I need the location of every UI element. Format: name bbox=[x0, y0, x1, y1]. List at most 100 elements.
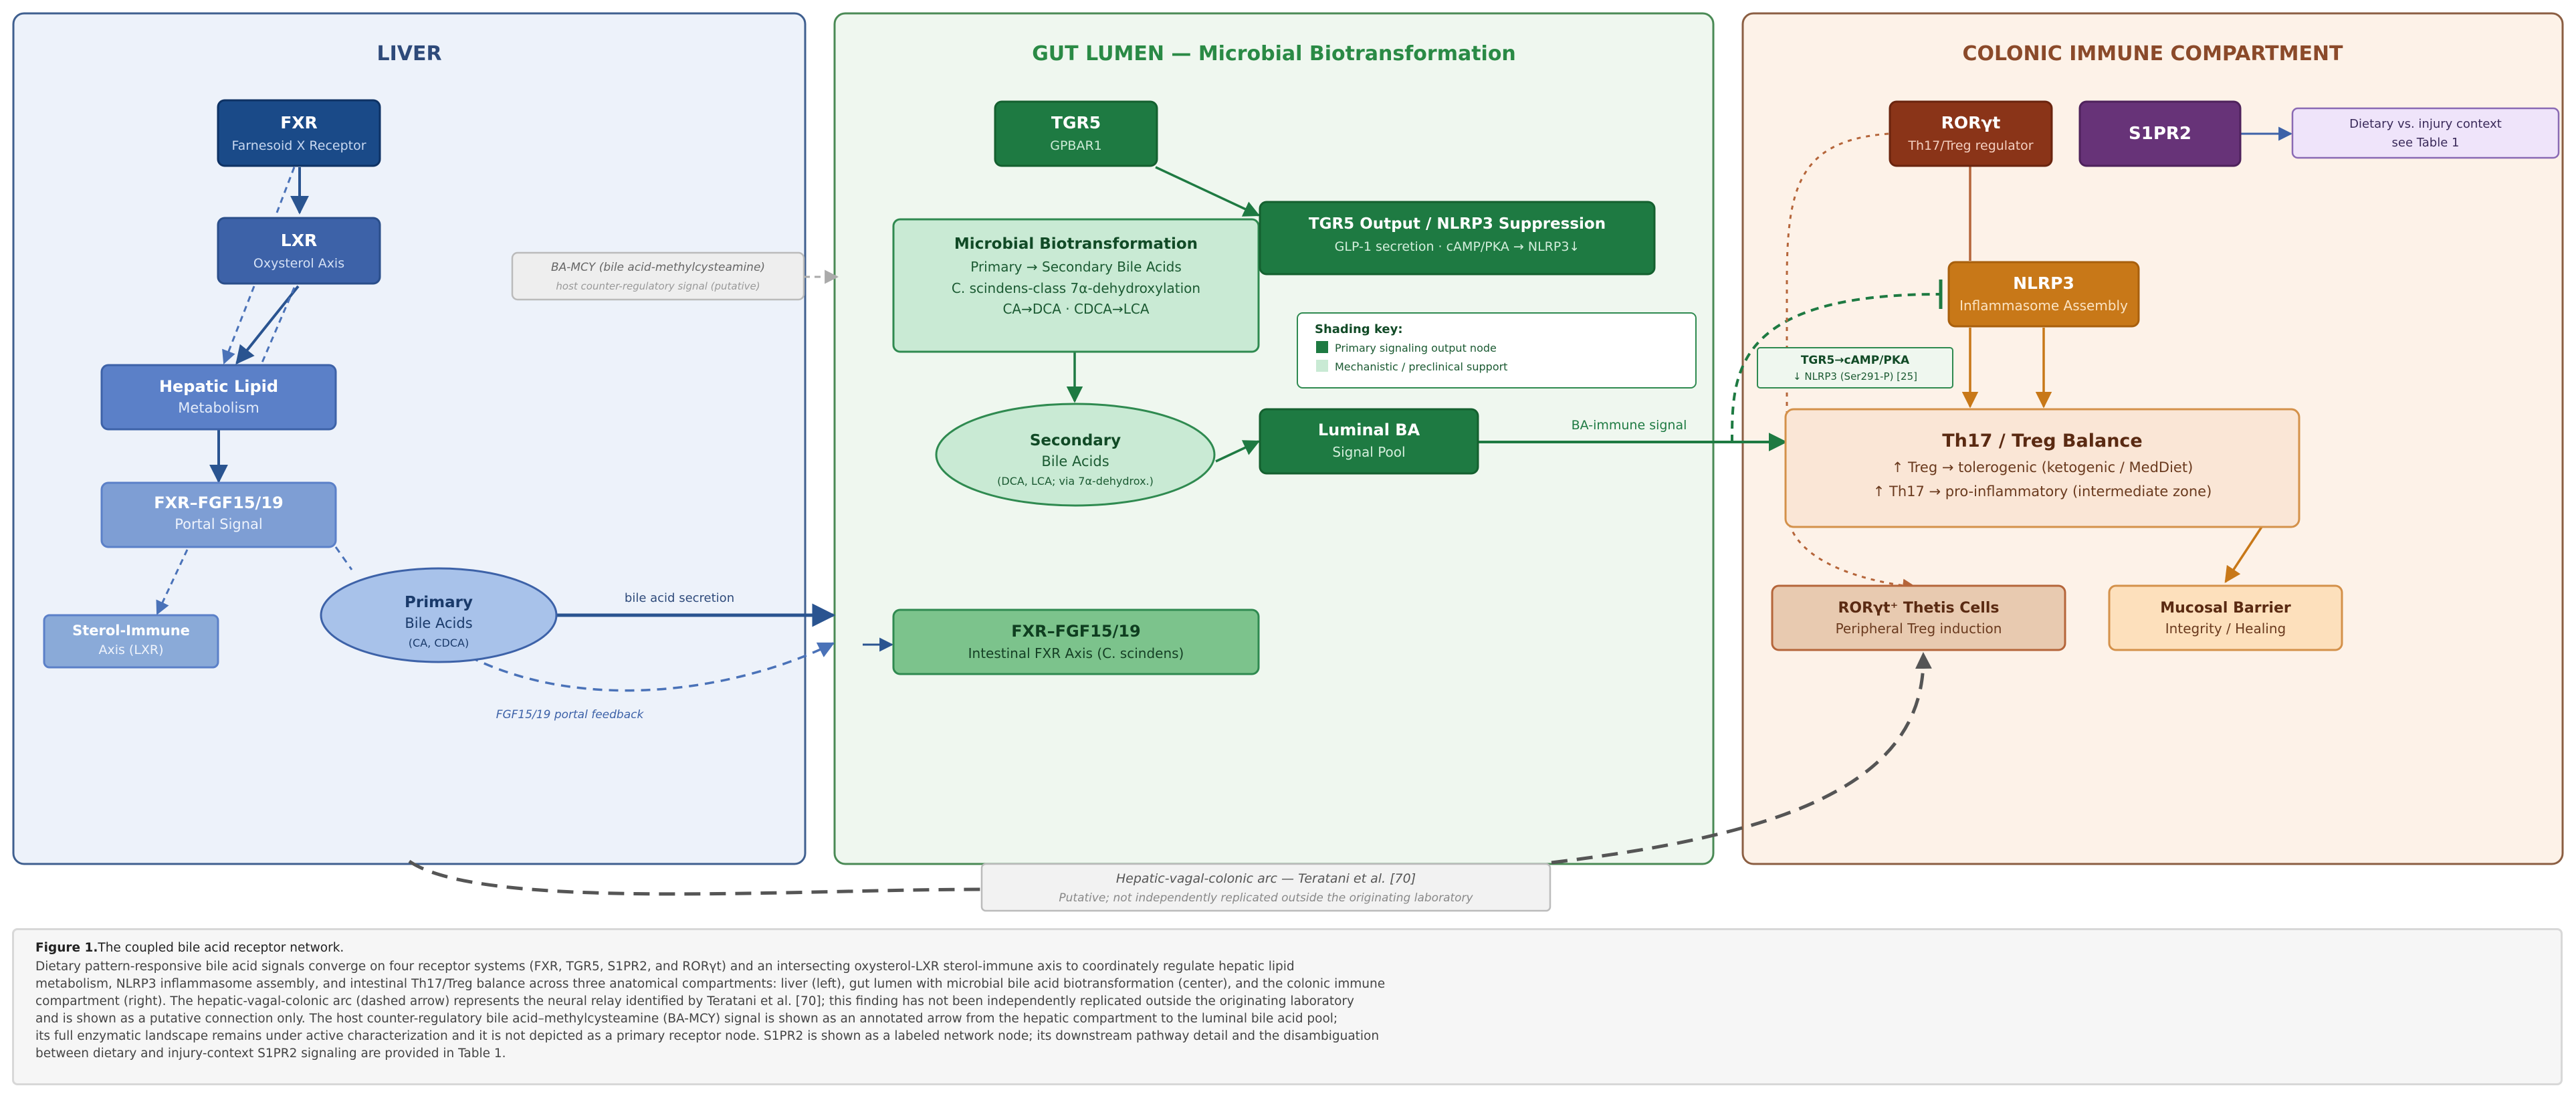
caption-line: and is shown as a putative connection on… bbox=[35, 1012, 1338, 1026]
node-hepatic-lipid-title: Hepatic Lipid bbox=[159, 377, 278, 396]
caption-line: Dietary pattern-responsive bile acid sig… bbox=[35, 960, 1295, 974]
node-roryt-subtitle: Th17/Treg regulator bbox=[1907, 138, 2033, 153]
edge-secondary-luminal bbox=[1215, 440, 1261, 463]
node-primary-bile-acids[interactable]: Primary Bile Acids (CA, CDCA) bbox=[320, 567, 558, 663]
immune-panel-title: COLONIC IMMUNE COMPARTMENT bbox=[1962, 42, 2343, 66]
node-dietary-context[interactable]: Dietary vs. injury context see Table 1 bbox=[2291, 107, 2560, 159]
node-fxr[interactable]: FXR Farnesoid X Receptor bbox=[217, 99, 381, 167]
node-lxr[interactable]: LXR Oxysterol Axis bbox=[217, 217, 381, 285]
node-fxr-subtitle: Farnesoid X Receptor bbox=[231, 138, 366, 153]
node-sterol-immune-title: Sterol-Immune bbox=[72, 623, 190, 639]
node-ba-mcy-title: BA-MCY (bile acid-methylcysteamine) bbox=[551, 261, 765, 274]
edge-fgf-feedback bbox=[469, 642, 835, 692]
node-luminal-ba[interactable]: Luminal BA Signal Pool bbox=[1259, 408, 1479, 475]
node-sterol-immune-subtitle: Axis (LXR) bbox=[98, 643, 163, 657]
edge-tgr5-nlrp3-inhibit bbox=[1731, 293, 1940, 443]
caption-label: Figure 1. bbox=[35, 941, 98, 955]
node-tgr5-camp-label: TGR5→cAMP/PKA ↓ NLRP3 (Ser291-P) [25] bbox=[1757, 347, 1953, 389]
node-thetis-title: RORγt⁺ Thetis Cells bbox=[1838, 600, 1999, 617]
edge-vagal-arc-left bbox=[408, 859, 984, 896]
edges bbox=[156, 126, 2293, 896]
edge-label-fgf-feedback: FGF15/19 portal feedback bbox=[496, 708, 645, 722]
node-primary-detail: (CA, CDCA) bbox=[409, 637, 469, 649]
caption-title: The coupled bile acid receptor network. bbox=[98, 941, 344, 955]
node-luminal-subtitle: Signal Pool bbox=[1332, 444, 1405, 460]
edge-vagal-arc-right bbox=[1551, 652, 1932, 865]
node-roryt-thetis[interactable]: RORγt⁺ Thetis Cells Peripheral Treg indu… bbox=[1771, 584, 2066, 651]
node-ba-mcy[interactable]: BA-MCY (bile acid-methylcysteamine) host… bbox=[511, 251, 805, 301]
edge-lxr-hepatic-lipid bbox=[235, 285, 300, 365]
node-th17-treg[interactable]: Th17 / Treg Balance ↑ Treg → tolerogenic… bbox=[1784, 408, 2300, 528]
node-mucosal-barrier[interactable]: Mucosal Barrier Integrity / Healing bbox=[2108, 584, 2343, 651]
edge-tgr5-output bbox=[1155, 166, 1261, 217]
node-lxr-subtitle: Oxysterol Axis bbox=[253, 256, 344, 271]
caption-line: between dietary and injury-context S1PR2… bbox=[35, 1047, 506, 1061]
tgr5-camp-line1: TGR5→cAMP/PKA bbox=[1801, 354, 1910, 367]
node-tgr5[interactable]: TGR5 GPBAR1 bbox=[994, 100, 1158, 167]
node-fxr-title: FXR bbox=[280, 113, 318, 132]
node-fxr-fgf-portal-subtitle: Portal Signal bbox=[175, 516, 263, 532]
node-luminal-title: Luminal BA bbox=[1318, 421, 1420, 439]
node-nlrp3-subtitle: Inflammasome Assembly bbox=[1959, 298, 2128, 314]
node-ba-mcy-subtitle: host counter-regulatory signal (putative… bbox=[556, 280, 760, 292]
node-tgr5-output[interactable]: TGR5 Output / NLRP3 Suppression GLP-1 se… bbox=[1259, 201, 1656, 276]
caption-line: metabolism, NLRP3 inflammasome assembly,… bbox=[35, 977, 1386, 991]
tgr5-camp-line2: ↓ NLRP3 (Ser291-P) [25] bbox=[1793, 370, 1917, 382]
gut-panel-title: GUT LUMEN — Microbial Biotransformation bbox=[1032, 42, 1516, 66]
node-microbial-line2: C. scindens-class 7α-dehydroxylation bbox=[952, 280, 1200, 296]
node-hepatic-vagal-arc[interactable]: Hepatic-vagal-colonic arc — Teratani et … bbox=[980, 863, 1551, 912]
edge-fxr-fgf-sterol bbox=[156, 549, 189, 615]
node-thetis-subtitle: Peripheral Treg induction bbox=[1836, 621, 2002, 637]
edge-lxr-sterol-dashed bbox=[233, 287, 296, 429]
shading-key: Shading key: Primary signaling output no… bbox=[1297, 312, 1697, 389]
node-dietary-line1: Dietary vs. injury context bbox=[2349, 117, 2502, 131]
node-fxr-fgf-portal-title: FXR–FGF15/19 bbox=[154, 493, 283, 512]
node-th17-title: Th17 / Treg Balance bbox=[1942, 431, 2143, 451]
caption-line: compartment (right). The hepatic-vagal-c… bbox=[35, 994, 1354, 1008]
arc-label-subtitle: Putative; not independently replicated o… bbox=[1059, 891, 1473, 905]
caption-line: its full enzymatic landscape remains und… bbox=[35, 1029, 1380, 1043]
shading-key-item2: Mechanistic / preclinical support bbox=[1335, 360, 1507, 373]
node-roryt-title: RORγt bbox=[1941, 113, 2001, 132]
liver-panel-title: LIVER bbox=[377, 42, 441, 66]
arc-label-title: Hepatic-vagal-colonic arc — Teratani et … bbox=[1116, 871, 1416, 886]
edge-fxr-lxr-dashed bbox=[276, 167, 296, 213]
shading-key-title: Shading key: bbox=[1315, 322, 1403, 336]
edge-roryt-thetis-dotted bbox=[1786, 132, 1917, 593]
node-microbial-biotransformation[interactable]: Microbial Biotransformation Primary → Se… bbox=[892, 218, 1260, 353]
node-nlrp3-title: NLRP3 bbox=[2013, 273, 2074, 293]
node-lxr-title: LXR bbox=[281, 231, 317, 250]
node-mucosal-title: Mucosal Barrier bbox=[2160, 600, 2291, 617]
node-th17-line2: ↑ Th17 → pro-inflammatory (intermediate … bbox=[1873, 483, 2212, 500]
node-s1pr2[interactable]: S1PR2 bbox=[2078, 100, 2242, 167]
edge-lxr-hepatic-lipid-dashed bbox=[222, 286, 255, 364]
node-microbial-title: Microbial Biotransformation bbox=[954, 235, 1198, 253]
node-dietary-line2: see Table 1 bbox=[2392, 136, 2460, 150]
shading-key-swatch-mechanistic bbox=[1316, 360, 1328, 372]
node-primary-subtitle: Bile Acids bbox=[405, 615, 472, 631]
node-fxr-fgf-intestinal-subtitle: Intestinal FXR Axis (C. scindens) bbox=[968, 645, 1184, 661]
node-tgr5-title: TGR5 bbox=[1051, 113, 1101, 132]
node-hepatic-lipid[interactable]: Hepatic Lipid Metabolism bbox=[100, 364, 337, 431]
edge-label-ba-immune: BA-immune signal bbox=[1572, 418, 1687, 433]
caption-title-line: Figure 1.The coupled bile acid receptor … bbox=[35, 940, 2539, 957]
node-fxr-fgf-intestinal[interactable]: FXR–FGF15/19 Intestinal FXR Axis (C. sci… bbox=[892, 609, 1260, 675]
node-mucosal-subtitle: Integrity / Healing bbox=[2165, 621, 2286, 637]
node-tgr5-subtitle: GPBAR1 bbox=[1050, 138, 1102, 153]
shading-key-item1: Primary signaling output node bbox=[1335, 342, 1497, 354]
node-nlrp3[interactable]: NLRP3 Inflammasome Assembly bbox=[1947, 261, 2140, 328]
node-secondary-bile-acids[interactable]: Secondary Bile Acids (DCA, LCA; via 7α-d… bbox=[935, 403, 1216, 507]
liver-panel: LIVER bbox=[12, 12, 807, 865]
node-tgr5-output-subtitle: GLP-1 secretion · cAMP/PKA → NLRP3↓ bbox=[1335, 239, 1580, 254]
edge-label-bile-acid-secretion: bile acid secretion bbox=[625, 591, 734, 605]
node-secondary-subtitle: Bile Acids bbox=[1041, 453, 1109, 469]
edge-fxr-fgf-primary bbox=[334, 546, 353, 570]
node-roryt[interactable]: RORγt Th17/Treg regulator bbox=[1889, 100, 2053, 167]
node-th17-line1: ↑ Treg → tolerogenic (ketogenic / MedDie… bbox=[1892, 459, 2193, 475]
node-sterol-immune[interactable]: Sterol-Immune Axis (LXR) bbox=[43, 614, 219, 669]
node-fxr-fgf-portal[interactable]: FXR–FGF15/19 Portal Signal bbox=[100, 481, 337, 548]
node-s1pr2-title: S1PR2 bbox=[2129, 124, 2191, 144]
node-secondary-title: Secondary bbox=[1030, 432, 1121, 449]
node-hepatic-lipid-subtitle: Metabolism bbox=[178, 400, 259, 416]
